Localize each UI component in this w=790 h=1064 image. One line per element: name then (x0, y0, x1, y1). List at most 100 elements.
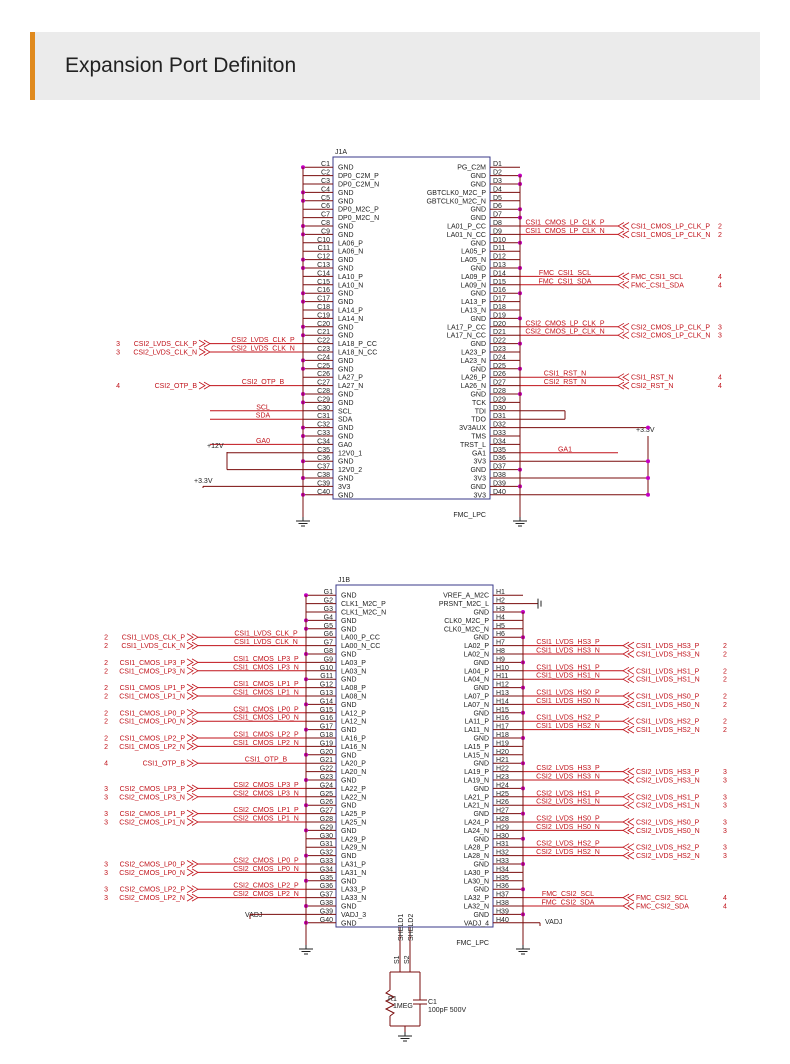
pin-number: D16 (493, 287, 506, 294)
pin-number: C37 (317, 464, 330, 471)
net-label: CSI2_CMOS_LP_CLK_P (526, 320, 605, 327)
pin-name: LA07_P (464, 694, 489, 701)
port-arrow (622, 843, 630, 852)
power-label: +12V (207, 443, 224, 450)
pin-number: C34 (317, 438, 330, 445)
pin-name: GND (341, 904, 357, 911)
port-label: CSI2_CMOS_LP_CLK_P (631, 324, 710, 331)
pin-name: GND (338, 392, 354, 399)
net-label: FMC_CSI2_SCL (542, 891, 594, 898)
sheet-ref: 3 (723, 820, 727, 827)
pin-number: C38 (317, 472, 330, 479)
pin-name: GND (338, 324, 354, 331)
sheet-ref: 2 (723, 702, 727, 709)
net-label: FMC_CSI1_SCL (539, 270, 591, 277)
shield-number: S2 (404, 955, 411, 964)
pin-number: G4 (324, 614, 333, 621)
pin-number: G20 (320, 749, 333, 756)
pin-number: D34 (493, 438, 506, 445)
pin-name: GND (470, 173, 486, 180)
pin-name: GND (338, 232, 354, 239)
net-label: CSI1_LVDS_HS0_P (536, 690, 600, 697)
port-label: CSI1_LVDS_CLK_N (121, 643, 185, 650)
net-label: CSI2_LVDS_HS2_N (536, 849, 600, 856)
port-arrow (627, 725, 635, 734)
pin-name: LA16_N (341, 744, 366, 751)
pin-number: D35 (493, 447, 506, 454)
sheet-ref: 3 (104, 870, 108, 877)
r1-ref: R1 (388, 996, 397, 1003)
pin-number: H4 (496, 614, 505, 621)
port-arrow (203, 381, 211, 390)
pin-name: TDO (471, 417, 486, 424)
pin-number: D4 (493, 186, 502, 193)
pin-number: C31 (317, 413, 330, 420)
port-label: CSI1_LVDS_HS1_P (636, 668, 700, 675)
port-label: FMC_CSI1_SDA (631, 282, 684, 289)
pin-name: GND (338, 224, 354, 231)
port-label: CSI1_RST_N (631, 375, 673, 382)
port-arrow (622, 801, 630, 810)
sheet-ref: 3 (104, 811, 108, 818)
net-label: FMC_CSI2_SDA (542, 900, 595, 907)
port-arrow (622, 222, 630, 230)
port-arrow (622, 322, 630, 331)
pin-name: DP0_M2C_P (338, 207, 379, 214)
port-arrow (186, 885, 194, 894)
pin-number: H8 (496, 648, 505, 655)
port-label: CSI1_LVDS_HS0_P (636, 694, 700, 701)
pin-number: G11 (320, 673, 333, 680)
pin-number: C35 (317, 447, 330, 454)
pin-number: G33 (320, 858, 333, 865)
port-label: CSI2_LVDS_HS1_N (636, 803, 700, 810)
pin-name: LA14_N (338, 316, 363, 323)
pin-name: LA03_N (341, 668, 366, 675)
port-arrow (622, 725, 630, 734)
net-label: CSI1_CMOS_LP3_N (233, 664, 299, 671)
pin-number: D21 (493, 329, 506, 336)
port-arrow (203, 348, 211, 356)
pin-number: D8 (493, 220, 502, 227)
port-arrow (617, 322, 625, 331)
pin-name: GND (341, 878, 357, 885)
port-arrow (627, 776, 635, 784)
pin-number: H37 (496, 892, 509, 899)
pin-number: H19 (496, 740, 509, 747)
pin-number: H14 (496, 698, 509, 705)
net-label: CSI2_LVDS_CLK_P (231, 337, 295, 344)
pin-name: LA22_P (341, 786, 366, 793)
pin-number: H23 (496, 774, 509, 781)
pin-name: GND (341, 618, 357, 625)
port-arrow (186, 641, 194, 650)
sheet-ref: 3 (104, 820, 108, 827)
port-arrow (186, 784, 194, 793)
pin-number: C21 (317, 329, 330, 336)
pin-name: LA06_N (338, 249, 363, 256)
sheet-ref: 3 (723, 794, 727, 801)
pin-name: GND (341, 702, 357, 709)
port-arrow (191, 717, 199, 726)
sheet-ref: 3 (723, 853, 727, 860)
pin-name: GND (473, 836, 489, 843)
pin-name: DP0_M2C_N (338, 215, 379, 222)
pin-name: LA12_P (341, 710, 366, 717)
pin-number: C6 (321, 203, 330, 210)
pin-number: D13 (493, 262, 506, 269)
pin-name: GND (341, 593, 357, 600)
net-label: CSI2_LVDS_HS3_N (536, 774, 600, 781)
pin-name: GND (473, 761, 489, 768)
pin-name: LA12_N (341, 719, 366, 726)
port-label: CSI1_LVDS_CLK_P (122, 635, 186, 642)
pin-number: C39 (317, 480, 330, 487)
sheet-ref: 2 (104, 736, 108, 743)
pin-name: GBTCLK0_M2C_P (427, 190, 486, 197)
pin-number: D39 (493, 480, 506, 487)
port-arrow (617, 331, 625, 340)
port-label: FMC_CSI2_SCL (636, 895, 688, 902)
sheet-ref: 4 (116, 383, 120, 390)
port-arrow (627, 767, 635, 776)
port-arrow (622, 826, 630, 835)
port-arrow (627, 666, 635, 675)
pin-name: TCK (472, 400, 486, 407)
pin-number: H40 (496, 917, 509, 924)
